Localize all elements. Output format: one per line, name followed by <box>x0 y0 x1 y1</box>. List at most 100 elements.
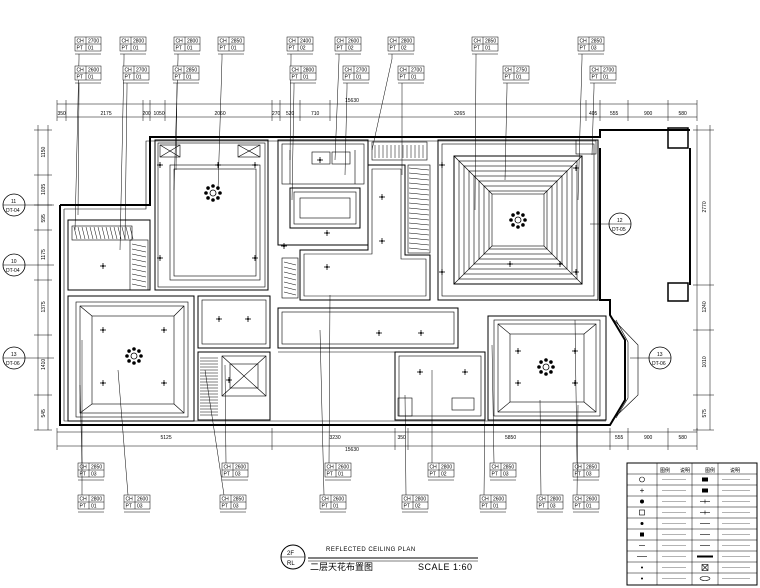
tag-pt-value: 01 <box>88 46 94 52</box>
tag-pt-label: PT <box>337 46 343 52</box>
room-top-left <box>154 139 269 291</box>
tag-ch-label: CH <box>80 497 88 503</box>
tag-ch-label: CH <box>289 39 297 45</box>
tag-ch-label: CH <box>592 68 600 74</box>
tag-pt-value: 02 <box>415 504 421 510</box>
downlight-icon <box>324 264 330 270</box>
tag-ch-label: CH <box>292 68 300 74</box>
hatch-line <box>131 263 147 268</box>
downlight-icon <box>573 165 579 171</box>
tag-pt-label: PT <box>80 504 86 510</box>
section-reference: DT-04 <box>6 208 20 214</box>
tag-ch-label: CH <box>125 68 133 74</box>
tag-pt-label: PT <box>176 46 182 52</box>
tag-ch-label: CH <box>327 465 335 471</box>
hatch-line <box>408 177 430 181</box>
chandelier-icon <box>125 347 143 365</box>
downlight-icon <box>572 348 578 354</box>
tag-ch-value: 2600 <box>137 497 148 503</box>
tag-pt-value: 02 <box>401 46 407 52</box>
tag-ch-value: 2700 <box>136 68 147 74</box>
hatch-line <box>101 226 106 240</box>
tag-ch-value: 2850 <box>231 39 242 45</box>
hatch-line <box>408 197 430 201</box>
tag-ch-value: 2400 <box>300 39 311 45</box>
tag-ch-value: 2850 <box>503 465 514 471</box>
top-dim-total: 15630 <box>345 98 359 104</box>
tag-ch-label: CH <box>126 497 134 503</box>
tag-pt-label: PT <box>505 75 511 81</box>
coffer-ring <box>483 185 553 255</box>
tag-ch-label: CH <box>404 497 412 503</box>
downlight-icon <box>161 380 167 386</box>
room-top-right-coffered <box>437 139 599 301</box>
tag-ch-label: CH <box>580 39 588 45</box>
top-dim-value: 3265 <box>454 111 465 117</box>
downlight-icon <box>215 162 221 168</box>
downlight-icon <box>439 269 445 275</box>
downlight-icon <box>226 377 232 383</box>
left-dim-value: 1375 <box>41 301 47 312</box>
hatch-line <box>105 226 110 240</box>
tag-ch-label: CH <box>337 39 345 45</box>
hatch-line <box>408 222 430 226</box>
legend-table: 图例 说明 图例 说明 <box>626 462 758 586</box>
tag-ch-label: CH <box>474 39 482 45</box>
tag-ch-value: 2850 <box>591 39 602 45</box>
tag-pt-label: PT <box>482 504 488 510</box>
hatch-line <box>408 187 430 191</box>
tag-ch-label: CH <box>539 497 547 503</box>
tag-pt-label: PT <box>575 472 581 478</box>
hatch-line <box>125 226 130 240</box>
tag-ch-value: 2850 <box>485 39 496 45</box>
downlight-icon <box>572 380 578 386</box>
tag-ch-value: 2600 <box>235 465 246 471</box>
downlight-icon <box>573 269 579 275</box>
section-reference: DT-06 <box>652 361 666 367</box>
tag-pt-value: 01 <box>485 46 491 52</box>
tag-pt-value: 01 <box>493 504 499 510</box>
bottom-dim-value: 5850 <box>505 435 516 441</box>
room-bottom-right <box>487 315 607 421</box>
bottom-dim-value: 555 <box>615 435 624 441</box>
hatch-line <box>129 226 134 240</box>
downlight-icon <box>418 330 424 336</box>
light-fixtures <box>100 157 579 386</box>
right-dim-value: 1010 <box>702 356 708 367</box>
tag-pt-value: 03 <box>137 504 143 510</box>
tag-ch-value: 2800 <box>187 39 198 45</box>
hatch-line <box>408 237 430 241</box>
tag-ch-value: 2700 <box>88 39 99 45</box>
hatch-line <box>121 226 126 240</box>
hatch-line <box>93 226 98 240</box>
hatch-line <box>408 207 430 211</box>
tag-pt-label: PT <box>575 504 581 510</box>
top-dim-value: 2175 <box>101 111 112 117</box>
tag-ch-value: 2800 <box>401 39 412 45</box>
tag-ch-label: CH <box>122 39 130 45</box>
tag-pt-label: PT <box>175 75 181 81</box>
tag-pt-value: 02 <box>441 472 447 478</box>
tag-ch-label: CH <box>77 68 85 74</box>
tag-pt-value: 03 <box>591 46 597 52</box>
bottom-dim-value: 900 <box>644 435 653 441</box>
hatch-line <box>131 248 147 253</box>
chandelier-icon <box>204 184 222 202</box>
tag-pt-label: PT <box>474 46 480 52</box>
drawing-title: 2F RL REFLECTED CEILING PLAN 二层天花布置图 SCA… <box>280 544 478 573</box>
tag-pt-label: PT <box>125 75 131 81</box>
tag-pt-label: PT <box>77 46 83 52</box>
tag-ch-label: CH <box>80 465 88 471</box>
title-english: REFLECTED CEILING PLAN <box>326 547 416 553</box>
